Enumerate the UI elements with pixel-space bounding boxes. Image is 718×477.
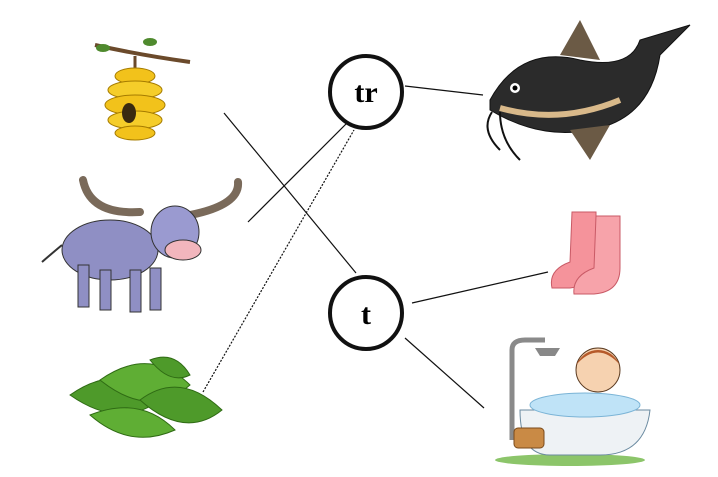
line-t-bath	[404, 337, 485, 409]
catfish-icon	[486, 20, 691, 161]
buffalo-icon	[41, 176, 243, 313]
line-beehive-t	[223, 112, 357, 274]
line-buffalo-tr	[247, 123, 347, 223]
hub-tr: tr	[328, 54, 404, 130]
hub-label-tr: tr	[354, 76, 377, 109]
hub-label-t: t	[361, 298, 371, 331]
socks-icon	[550, 211, 621, 295]
beehive-icon	[94, 38, 191, 141]
line-t-socks	[411, 271, 549, 304]
line-leaves-tr	[202, 129, 355, 393]
hub-t: t	[328, 275, 404, 351]
line-tr-catfish	[404, 85, 484, 96]
bathtub-icon	[495, 337, 651, 466]
leaves-icon	[69, 356, 223, 438]
